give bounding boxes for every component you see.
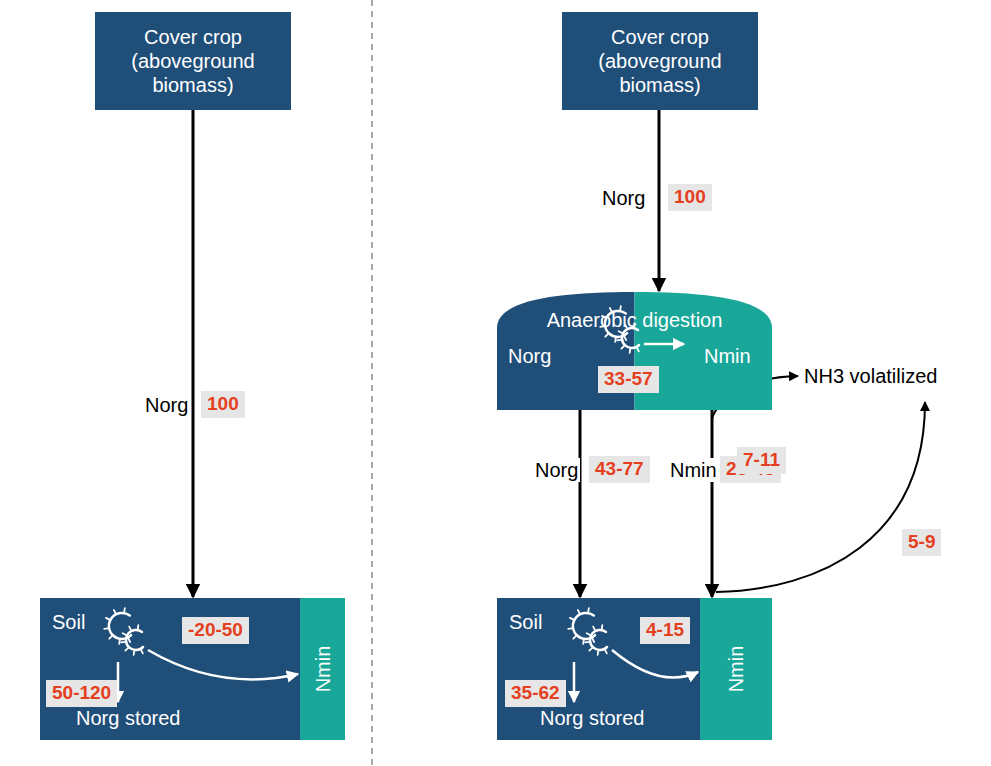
flow-label: Norg <box>533 458 580 482</box>
flow-label: Nmin <box>668 458 719 482</box>
node-text: Cover crop (aboveground biomass) <box>574 25 746 97</box>
node-text: Cover crop (aboveground biomass) <box>107 25 279 97</box>
node-text: Nmin <box>724 646 748 693</box>
source-box: Cover crop (aboveground biomass) <box>562 12 758 110</box>
node-text: Anaerobic digestion <box>497 308 772 332</box>
mineral-n-band: Nmin <box>300 598 345 740</box>
storage-arrow <box>117 662 120 702</box>
mineralization-arrow <box>148 650 298 679</box>
microbe-icon <box>568 608 607 655</box>
mineralization-arrow <box>644 343 684 346</box>
microbe-icon <box>104 608 143 655</box>
panel-divider <box>371 0 373 766</box>
node-text: Nmin <box>311 646 335 693</box>
storage-arrow <box>573 662 576 702</box>
flow-value: 5-9 <box>902 529 941 556</box>
source-box: Cover crop (aboveground biomass) <box>95 12 291 110</box>
microbe-icon <box>600 306 639 353</box>
volatilization-arrow <box>716 402 925 592</box>
flow-value: 100 <box>668 184 712 211</box>
mineral-n-band: Nmin <box>700 598 772 740</box>
flow-label: NH3 volatilized <box>802 364 939 388</box>
mineralization-arrow <box>612 650 698 678</box>
soil-box: SoilNmin <box>40 598 345 740</box>
flow-value: 7-11 <box>737 447 786 474</box>
flow-value: 100 <box>201 391 245 418</box>
flow-arrow <box>579 410 582 597</box>
flow-label: Norg <box>600 186 647 210</box>
flow-label: Norg <box>143 393 190 417</box>
flow-arrow <box>192 110 195 597</box>
flow-arrow <box>711 410 714 597</box>
flow-value: 43-77 <box>589 456 650 483</box>
soil-box: SoilNmin <box>497 598 772 740</box>
flow-value: 26-46 <box>720 456 781 483</box>
node-text: Soil <box>509 610 542 634</box>
flow-arrow <box>658 110 661 291</box>
digester-dome: Anaerobic digestion <box>497 292 772 410</box>
node-text: Soil <box>52 610 85 634</box>
